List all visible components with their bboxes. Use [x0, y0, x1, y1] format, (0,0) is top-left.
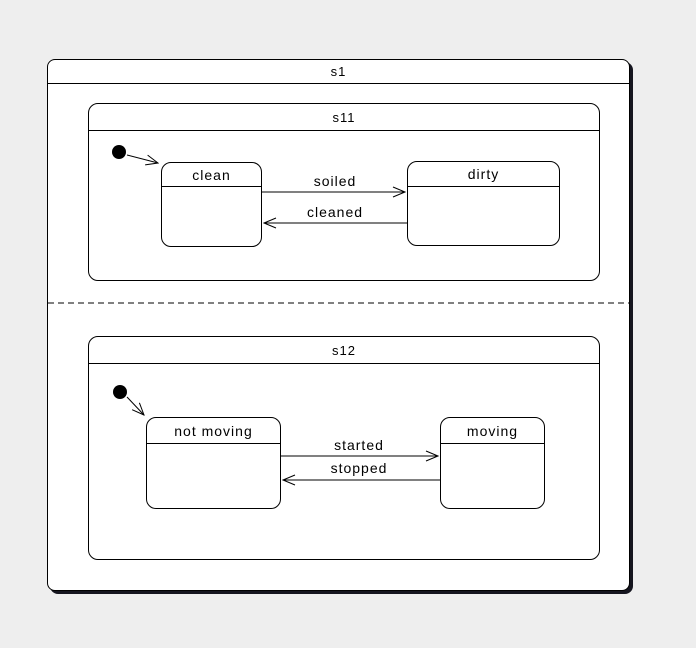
transition-label-cleaned[interactable]: cleaned — [306, 204, 364, 220]
transition-label-stopped[interactable]: stopped — [330, 460, 388, 476]
state-clean-name: clean — [192, 166, 231, 183]
state-not-moving-name: not moving — [174, 422, 253, 439]
region-s11-title: s11 — [89, 104, 599, 131]
transition-label-started[interactable]: started — [334, 437, 384, 453]
region-s12-name: s12 — [332, 342, 356, 358]
initial-state-icon[interactable] — [113, 385, 127, 399]
region-s12-title: s12 — [89, 337, 599, 364]
state-moving-name: moving — [466, 422, 519, 439]
region-s11[interactable]: s11 clean dirty — [88, 103, 600, 281]
state-s1-title: s1 — [48, 60, 629, 84]
region-s12[interactable]: s12 not moving moving — [88, 336, 600, 560]
state-s1-name: s1 — [330, 64, 347, 79]
initial-state-icon[interactable] — [112, 145, 126, 159]
state-dirty-title: dirty — [408, 162, 559, 187]
transition-label-soiled[interactable]: soiled — [313, 173, 357, 189]
state-moving[interactable]: moving — [440, 417, 545, 509]
state-clean-title: clean — [162, 163, 261, 187]
state-dirty[interactable]: dirty — [407, 161, 560, 246]
state-not-moving[interactable]: not moving — [146, 417, 281, 509]
state-clean[interactable]: clean — [161, 162, 262, 247]
region-s11-name: s11 — [332, 109, 356, 125]
state-moving-title: moving — [441, 418, 544, 444]
state-s1[interactable]: s1 s11 clean dirty s12 — [47, 59, 630, 591]
state-not-moving-title: not moving — [147, 418, 280, 444]
state-dirty-name: dirty — [467, 166, 500, 182]
